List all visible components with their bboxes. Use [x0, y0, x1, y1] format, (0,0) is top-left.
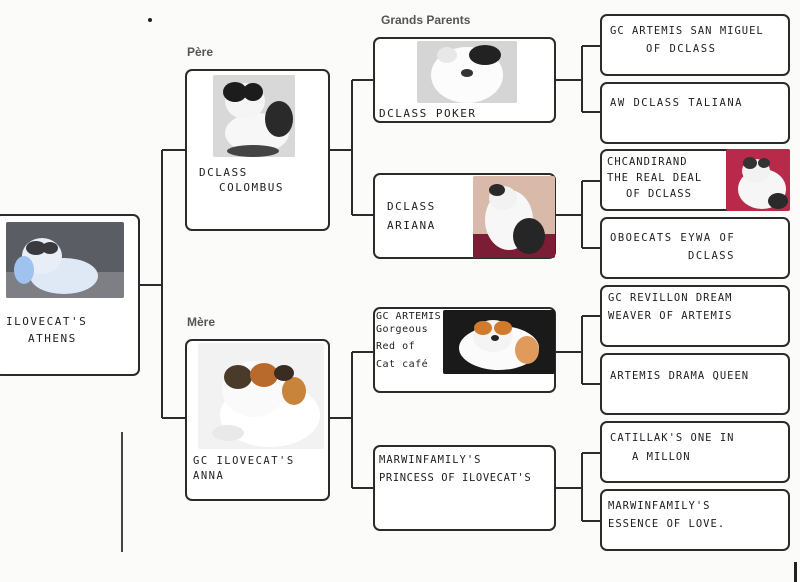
father-name-line1: DCLASS [199, 166, 248, 179]
maternal-sire-box: GC ARTEMIS Gorgeous Red of Cat café [373, 307, 556, 393]
ggp3-line1: CHCANDIRAND [607, 156, 688, 168]
paternal-dam-box: DCLASS ARIANA [373, 173, 556, 259]
ggp1-line2: of DCLASS [646, 43, 717, 55]
scan-mark-vertical [121, 432, 123, 552]
paternal-sire-box: DCLASS POKER [373, 37, 556, 123]
paternal-dam-name-line2: ARIANA [387, 219, 436, 232]
subject-cat-box: ILOVECAT'S ATHENS [0, 214, 140, 376]
ggp8-line1: MARWINFAMILY'S [608, 500, 711, 512]
father-name-line2: COLOMBUS [219, 181, 284, 194]
mother-box: GC ILOVECAT'S ANNA [185, 339, 330, 501]
maternal-dam-line2: PRINCESS of ILOVECAT'S [379, 472, 532, 484]
paternal-dam-photo [473, 176, 555, 258]
mother-photo [198, 343, 324, 449]
subject-cat-name-line1: ILOVECAT'S [6, 315, 88, 328]
maternal-sire-line2: Gorgeous [376, 324, 429, 335]
ggp3-line2: THE REAL DEAL [607, 172, 703, 184]
ggp6-box: ARTEMIS DRAMA QUEEN [600, 353, 790, 415]
maternal-sire-line4: Cat café [376, 359, 429, 370]
ggp4-line1: OBOECATS EYWA of [610, 232, 736, 244]
ggp5-box: GC REVILLON DREAM WEAVER of ARTEMIS [600, 285, 790, 347]
ggp8-box: MARWINFAMILY'S ESSENCE of LOVE. [600, 489, 790, 551]
subject-cat-name-line2: ATHENS [28, 332, 77, 345]
maternal-sire-line1: GC ARTEMIS [376, 311, 442, 322]
mother-label: Mère [187, 315, 216, 329]
ggp2-line1: AW DCLASS TALIANA [610, 97, 743, 109]
ggp5-line2: WEAVER of ARTEMIS [608, 310, 733, 322]
ggp3-line3: of DCLASS [626, 188, 692, 200]
father-photo [213, 75, 295, 157]
paternal-sire-photo [417, 41, 517, 103]
grandparents-label: Grands Parents [381, 13, 471, 27]
scan-mark-dot [148, 18, 152, 22]
ggp8-line2: ESSENCE of LOVE. [608, 518, 726, 530]
father-box: DCLASS COLOMBUS [185, 69, 330, 231]
ggp2-box: AW DCLASS TALIANA [600, 82, 790, 144]
ggp5-line1: GC REVILLON DREAM [608, 292, 733, 304]
maternal-dam-line1: MARWINFAMILY'S [379, 454, 482, 466]
maternal-sire-photo [443, 310, 555, 374]
paternal-dam-name-line1: DCLASS [387, 200, 436, 213]
ggp7-line2: A MILLON [632, 451, 691, 463]
mother-name: GC ILOVECAT'S ANNA [193, 455, 295, 482]
ggp7-line1: CATILLAK'S ONE IN [610, 432, 735, 444]
maternal-dam-box: MARWINFAMILY'S PRINCESS of ILOVECAT'S [373, 445, 556, 531]
ggp1-line1: GC ARTEMIS SAN MIGUEL [610, 25, 764, 37]
ggp4-line2: DCLASS [688, 250, 735, 262]
paternal-sire-name: DCLASS POKER [379, 107, 477, 120]
ggp6-line1: ARTEMIS DRAMA QUEEN [610, 370, 750, 382]
ggp7-box: CATILLAK'S ONE IN A MILLON [600, 421, 790, 483]
maternal-sire-line3: Red of [376, 341, 416, 352]
subject-cat-photo [6, 222, 124, 298]
scan-mark-edge [794, 562, 797, 582]
ggp3-box: CHCANDIRAND THE REAL DEAL of DCLASS [600, 149, 790, 211]
ggp4-box: OBOECATS EYWA of DCLASS [600, 217, 790, 279]
ggp3-photo [726, 149, 790, 211]
father-label: Père [187, 45, 214, 59]
ggp1-box: GC ARTEMIS SAN MIGUEL of DCLASS [600, 14, 790, 76]
